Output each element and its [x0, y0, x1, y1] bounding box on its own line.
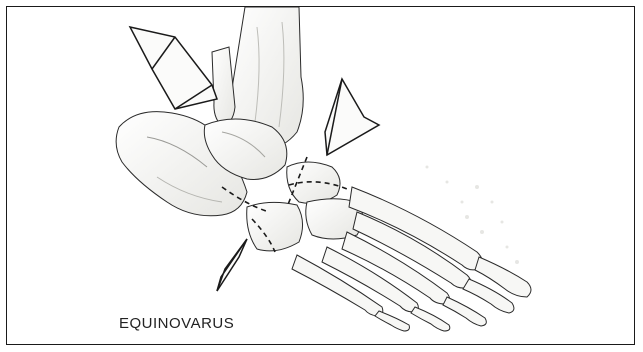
wedge-bottom-left [217, 239, 247, 291]
fibula [212, 47, 235, 125]
foot-illustration [7, 7, 636, 346]
toe-3 [443, 297, 486, 326]
toe-5 [375, 311, 409, 331]
figure-frame: EQUINOVARUS [6, 6, 635, 345]
figure-caption: EQUINOVARUS [119, 315, 234, 332]
toe-4 [411, 307, 450, 331]
heel-bones [116, 112, 287, 216]
cuboid [247, 202, 303, 250]
wedge-top-right [325, 79, 379, 155]
navicular [287, 162, 340, 203]
